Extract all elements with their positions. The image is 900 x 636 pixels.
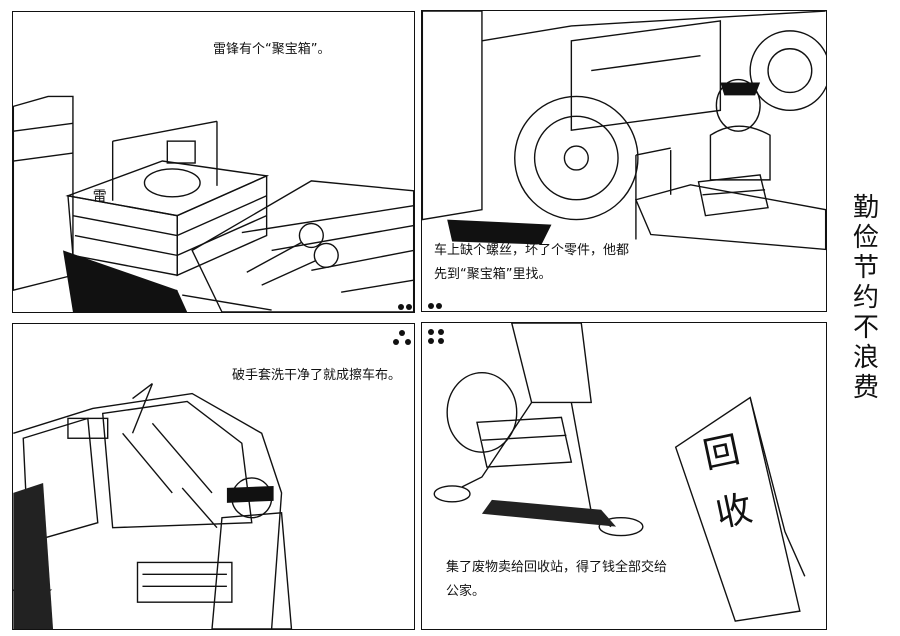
title-char: 俭 — [852, 223, 879, 253]
washing-car-illustration — [13, 383, 293, 629]
caption-line: 雷锋有个“聚宝箱”。 — [213, 42, 331, 57]
dot — [428, 338, 434, 344]
dot — [428, 303, 434, 309]
caption-line: 车上缺个螺丝，坏了个零件，他都 — [434, 243, 630, 258]
dot — [399, 330, 405, 336]
dot — [428, 329, 434, 335]
panel-1-caption: 雷锋有个“聚宝箱”。 — [213, 38, 330, 62]
recycling-station-illustration — [433, 323, 806, 622]
panel-2-caption: 车上缺个螺丝，坏了个零件，他都 先到“聚宝箱”里找。 — [434, 239, 629, 287]
title-char: 约 — [852, 283, 879, 313]
dot — [436, 303, 442, 309]
page-title-vertical: 勤 俭 节 约 不 浪 费 — [851, 193, 881, 403]
title-char: 费 — [852, 373, 879, 403]
title-char: 不 — [852, 313, 879, 343]
dot — [398, 304, 404, 310]
title-char: 浪 — [852, 343, 879, 373]
toolbox-scene-illustration: 雷 — [13, 95, 414, 312]
dot — [438, 329, 444, 335]
comic-panel-1: 雷 雷锋有个“聚宝箱”。 — [12, 11, 415, 313]
dot — [406, 304, 412, 310]
caption-line: 公家。 — [446, 584, 486, 599]
panel-3-caption: 破手套洗干净了就成擦车布。 — [232, 364, 401, 388]
caption-line: 破手套洗干净了就成擦车布。 — [232, 368, 402, 383]
panel-4-caption: 集了废物卖给回收站，得了钱全部交给 公家。 — [446, 556, 667, 604]
dot — [393, 339, 399, 345]
comic-panel-3: 破手套洗干净了就成擦车布。 — [12, 323, 415, 630]
title-char: 节 — [852, 253, 879, 283]
svg-text:雷: 雷 — [93, 189, 107, 205]
truck-and-soldier-illustration — [422, 11, 826, 251]
title-char: 勤 — [852, 193, 879, 223]
caption-line: 集了废物卖给回收站，得了钱全部交给 — [446, 560, 668, 575]
caption-line: 先到“聚宝箱”里找。 — [434, 267, 552, 282]
dot — [405, 339, 411, 345]
dot — [438, 338, 444, 344]
comic-panel-4: 回收 集了废物卖给回收站，得了钱全部交给 公家。 — [421, 322, 827, 630]
comic-panel-2: 车上缺个螺丝，坏了个零件，他都 先到“聚宝箱”里找。 — [421, 10, 827, 312]
